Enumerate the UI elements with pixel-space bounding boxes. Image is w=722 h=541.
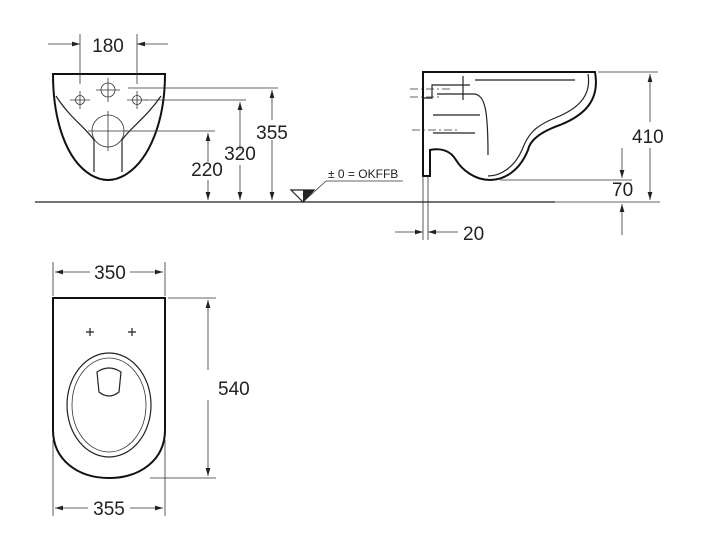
mounting-holes (70, 78, 147, 151)
dim-350: 350 (94, 263, 126, 284)
dim-355-bottom: 355 (93, 499, 125, 520)
floor-reference-label: ± 0 = OKFFB (328, 167, 398, 181)
seat-opening (66, 352, 152, 458)
dim-320: 320 (224, 144, 256, 165)
front-view: 180 220 320 355 ± 0 = OKFFB (48, 34, 403, 203)
side-view: 20 410 70 (395, 71, 664, 245)
dim-410: 410 (632, 127, 664, 148)
top-view-outline (52, 297, 166, 480)
top-view: 350 540 355 (52, 262, 250, 520)
dim-540: 540 (218, 379, 250, 400)
dim-180: 180 (92, 36, 124, 57)
dim-20: 20 (463, 224, 484, 245)
side-view-outline (422, 71, 597, 182)
front-view-outline (51, 73, 167, 181)
dim-220: 220 (191, 160, 223, 181)
dim-70: 70 (612, 180, 633, 201)
floor-reference-symbol: ± 0 = OKFFB (289, 167, 403, 203)
dim-355: 355 (256, 123, 288, 144)
